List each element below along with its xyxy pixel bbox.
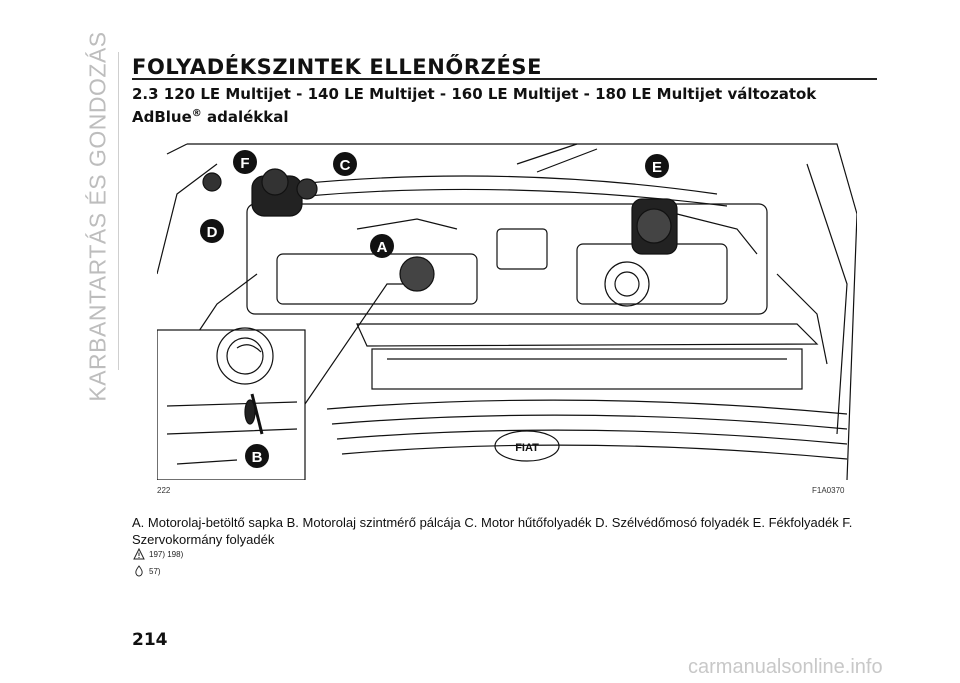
subtitle-line2-tail: adalékkal bbox=[201, 108, 289, 126]
title-divider bbox=[132, 78, 877, 80]
subtitle: 2.3 120 LE Multijet - 140 LE Multijet - … bbox=[132, 84, 892, 127]
environment-references: 57) bbox=[149, 566, 161, 576]
watermark: carmanualsonline.info bbox=[688, 656, 883, 678]
warning-icon bbox=[133, 548, 145, 560]
callout-e: E bbox=[645, 154, 669, 178]
callout-d-label: D bbox=[207, 224, 218, 241]
callout-f: F bbox=[233, 150, 257, 174]
fiat-logo-text: FIAT bbox=[515, 442, 539, 454]
side-tab-label: KARBANTARTÁS ÉS GONDOZÁS bbox=[84, 30, 111, 402]
subtitle-line2: AdBlue bbox=[132, 108, 192, 126]
callout-c-label: C bbox=[340, 157, 351, 174]
warning-references: 197) 198) bbox=[149, 549, 184, 559]
environment-drop-icon bbox=[135, 565, 143, 577]
callout-a: A bbox=[370, 234, 394, 258]
callout-f-label: F bbox=[240, 155, 249, 172]
environment-reference-row: 57) bbox=[133, 565, 161, 577]
engine-bay-illustration: A B C D E F FIAT bbox=[157, 143, 857, 480]
callout-d: D bbox=[200, 219, 224, 243]
callout-e-label: E bbox=[652, 159, 662, 176]
side-tab: KARBANTARTÁS ÉS GONDOZÁS bbox=[80, 31, 116, 401]
callout-b: B bbox=[245, 444, 269, 468]
figure-caption: A. Motorolaj-betöltő sapka B. Motorolaj … bbox=[132, 515, 853, 547]
page-number: 214 bbox=[132, 630, 168, 650]
registered-mark: ® bbox=[191, 108, 202, 119]
callout-a-label: A bbox=[377, 239, 388, 256]
figure-code: F1A0370 bbox=[812, 486, 845, 495]
figure-number: 222 bbox=[157, 486, 171, 495]
callout-b-label: B bbox=[252, 449, 263, 466]
warning-reference-row: 197) 198) bbox=[133, 548, 183, 560]
section-title: FOLYADÉKSZINTEK ELLENŐRZÉSE bbox=[132, 55, 543, 79]
side-divider bbox=[118, 52, 119, 370]
callout-c: C bbox=[333, 152, 357, 176]
subtitle-line1: 2.3 120 LE Multijet - 140 LE Multijet - … bbox=[132, 85, 817, 103]
